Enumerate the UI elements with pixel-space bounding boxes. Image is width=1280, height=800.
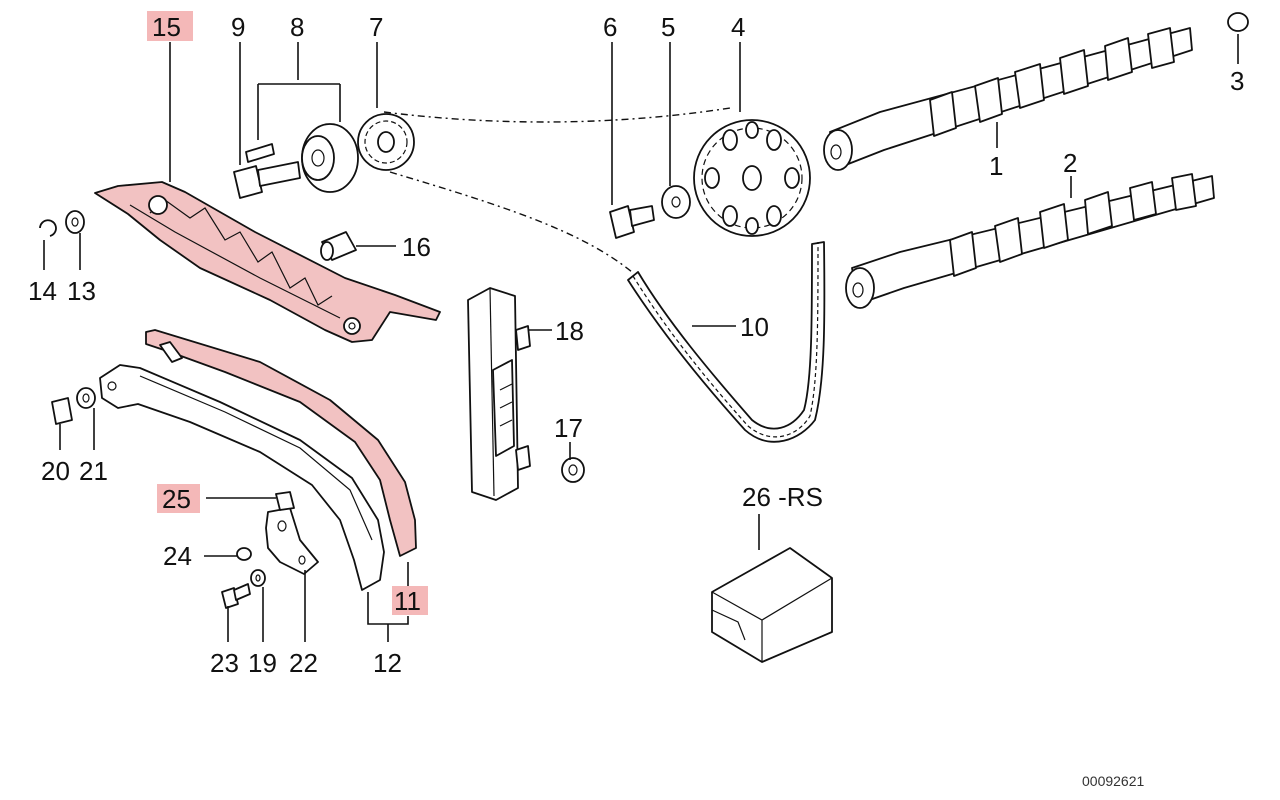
callout-20: 20 <box>41 456 70 486</box>
camshaft-sprocket[interactable] <box>693 119 811 237</box>
o-ring[interactable] <box>236 547 252 561</box>
callout-3: 3 <box>1230 66 1244 96</box>
tensioner-bracket[interactable] <box>265 507 319 575</box>
washer[interactable] <box>661 185 691 219</box>
callout-13: 13 <box>67 276 96 306</box>
callout-6: 6 <box>603 12 617 42</box>
callout-2: 2 <box>1063 148 1077 178</box>
camshaft-exhaust[interactable] <box>845 173 1215 309</box>
sealing-plug[interactable] <box>1227 12 1249 32</box>
callout-11: 11 <box>394 586 421 616</box>
callout-10: 10 <box>740 312 769 342</box>
label-highlight-25 <box>157 484 200 513</box>
callout-24: 24 <box>163 541 192 571</box>
clip-nut[interactable] <box>51 397 73 425</box>
reference-number: 00092621 <box>1082 773 1145 789</box>
sprocket-bolt[interactable] <box>609 205 655 239</box>
callout-9: 9 <box>231 12 245 42</box>
callout-14: 14 <box>28 276 57 306</box>
dowel-pin[interactable] <box>245 143 275 163</box>
callout-4: 4 <box>731 12 745 42</box>
sleeve[interactable] <box>320 231 357 261</box>
callout-26: 26 -RS <box>742 482 823 512</box>
leader-lines <box>43 34 1239 642</box>
camshaft-intake[interactable] <box>823 27 1193 171</box>
callout-1: 1 <box>989 151 1003 181</box>
callout-8: 8 <box>290 12 304 42</box>
callout-17: 17 <box>554 413 583 443</box>
guide-nut[interactable] <box>561 457 585 483</box>
bolt-23[interactable] <box>221 583 251 609</box>
callout-7: 7 <box>369 12 383 42</box>
small-sprocket[interactable] <box>357 113 415 171</box>
callout-21: 21 <box>79 456 108 486</box>
washer-19[interactable] <box>250 569 266 587</box>
label-highlight-15 <box>147 11 193 41</box>
repair-kit-box[interactable] <box>711 547 833 663</box>
callout-15: 15 <box>152 12 181 42</box>
plug-cap[interactable] <box>275 491 295 511</box>
callout-16: 16 <box>402 232 431 262</box>
callout-22: 22 <box>289 648 318 678</box>
nut[interactable] <box>65 210 85 234</box>
washer-small[interactable] <box>76 387 96 409</box>
label-highlight-11 <box>392 586 428 615</box>
circlip[interactable] <box>39 219 57 237</box>
sprocket-hub[interactable] <box>301 123 359 193</box>
callout-18: 18 <box>555 316 584 346</box>
callout-25: 25 <box>162 484 191 514</box>
chain-route-upper <box>383 107 731 123</box>
guide-rail[interactable] <box>99 364 385 591</box>
callout-19: 19 <box>248 648 277 678</box>
chain-guide-vertical[interactable] <box>467 287 531 501</box>
upper-chain-guide[interactable] <box>94 181 441 343</box>
callout-12: 12 <box>373 648 402 678</box>
callout-5: 5 <box>661 12 675 42</box>
tensioner-rail[interactable] <box>145 329 417 557</box>
timing-chain[interactable] <box>627 241 826 443</box>
callout-23: 23 <box>210 648 239 678</box>
hub-bolt[interactable] <box>233 161 301 199</box>
